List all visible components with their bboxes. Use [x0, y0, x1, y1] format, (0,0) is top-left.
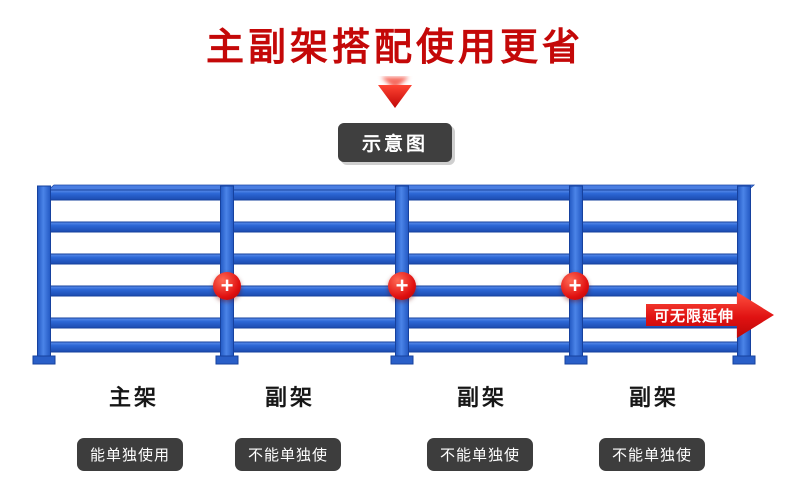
plus-glyph: +: [395, 273, 409, 298]
page-title: 主副架搭配使用更省: [205, 27, 584, 69]
plus-icon: +: [213, 272, 241, 300]
plus-icon: +: [388, 272, 416, 300]
bay-usage-badge-sub-3: 不能单独使: [598, 438, 706, 471]
bay-usage-badge-sub-2: 不能单独使: [426, 438, 534, 471]
bay-label-sub-2: 副架: [456, 385, 508, 410]
schematic-badge: 示意图: [337, 123, 453, 162]
down-arrow-icon: [378, 77, 412, 108]
rack-posts: [37, 185, 751, 357]
plus-glyph: +: [568, 273, 582, 298]
plus-icon: +: [561, 272, 589, 300]
bay-label-main: 主架: [108, 385, 160, 410]
bay-label-sub-3: 副架: [628, 385, 680, 410]
extend-arrow-label: 可无限延伸: [654, 307, 735, 325]
plus-glyph: +: [220, 273, 234, 298]
bay-usage-badge-sub-1: 不能单独使: [234, 438, 342, 471]
rack-shelves: [37, 189, 751, 353]
rack-feet: [32, 355, 756, 365]
bay-label-sub-1: 副架: [264, 385, 316, 410]
bay-usage-badge-main: 能单独使用: [76, 438, 184, 471]
